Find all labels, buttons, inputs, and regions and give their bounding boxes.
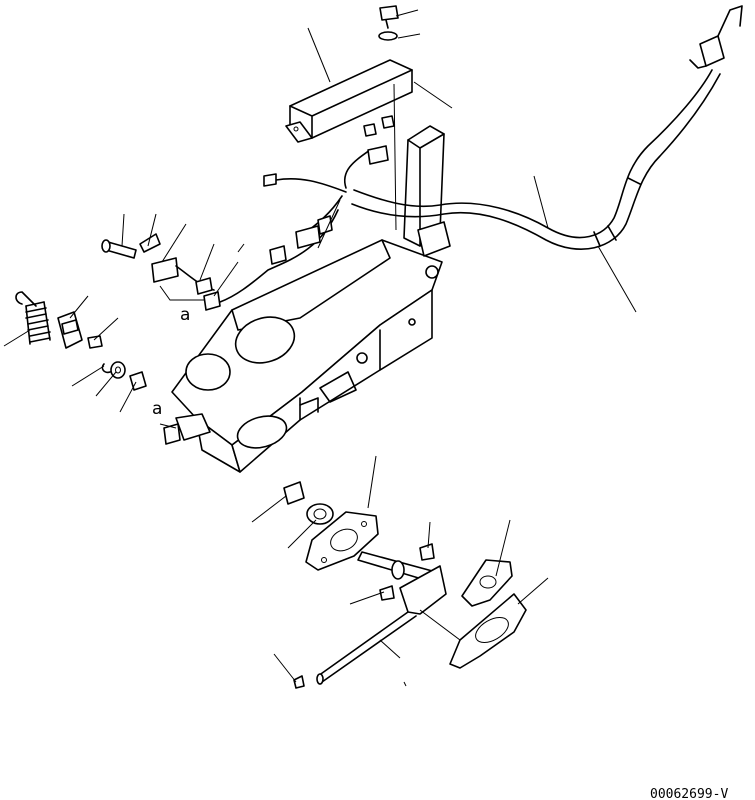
lever-brackets [449,559,527,669]
leader-lines [3,9,637,687]
callout-letter-a-lower: a [152,399,162,419]
drawing-number: 00062699-V [650,787,728,800]
top-cover [285,59,413,143]
spring-bracket [15,291,103,349]
wiring-harness [219,5,743,303]
washers [101,361,147,391]
bolt-top [378,5,399,41]
switch-assembly [101,233,221,311]
bushing-parts [283,481,334,525]
vertical-post [403,125,451,257]
main-frame [163,239,443,473]
shaft-rod [293,543,447,689]
callout-letter-a-upper: a [180,305,190,325]
small-connectors [263,115,395,265]
pedal-plate [305,511,379,571]
